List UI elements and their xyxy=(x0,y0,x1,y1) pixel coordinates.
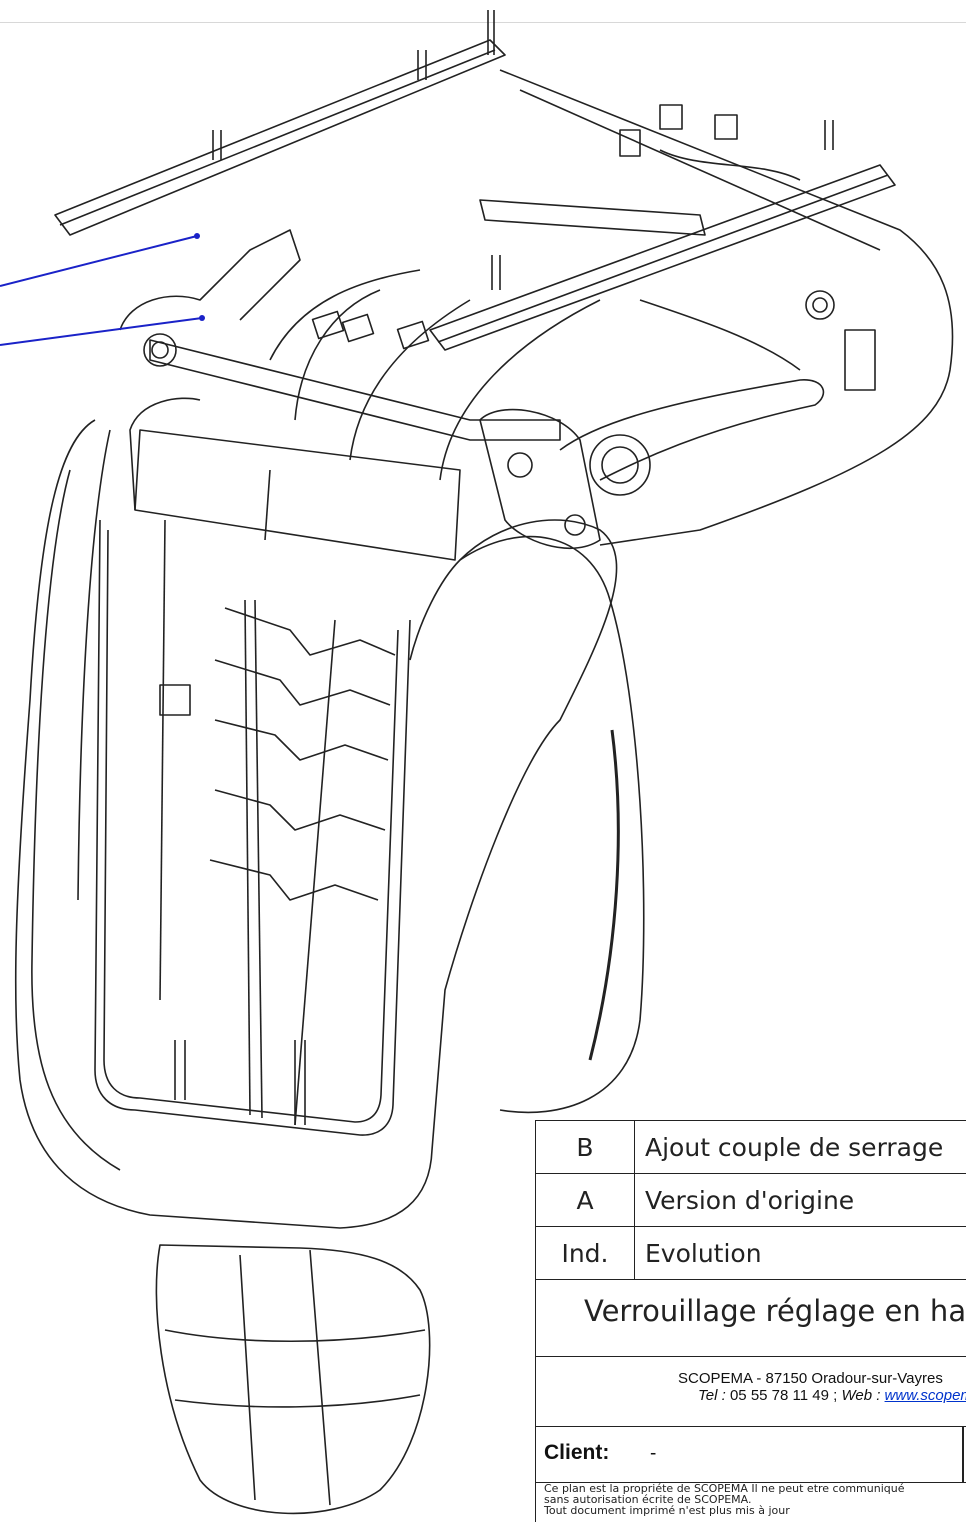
spring-4 xyxy=(215,790,385,830)
revision-index-header: Ind. xyxy=(536,1227,635,1280)
client-value: - xyxy=(650,1443,656,1465)
web-label: Web : xyxy=(841,1387,880,1404)
leader-line-1 xyxy=(0,236,197,286)
seat-pan xyxy=(500,70,953,545)
title-block: Verrouillage réglage en hauteur xyxy=(535,1276,966,1357)
leader-line-2 xyxy=(0,318,202,345)
revision-evolution: Version d'origine xyxy=(635,1174,966,1227)
client-block: Client: - xyxy=(535,1426,966,1483)
tel-number: 05 55 78 11 49 ; xyxy=(730,1387,837,1404)
client-divider xyxy=(962,1426,964,1482)
client-label: Client: xyxy=(544,1441,609,1465)
cross-tube xyxy=(150,340,560,440)
property-note-line-3: Tout document imprimé n'est plus mis à j… xyxy=(544,1505,790,1517)
drawing-title: Verrouillage réglage en hauteur xyxy=(584,1294,966,1328)
spring-5 xyxy=(210,860,378,900)
company-contact: Tel : 05 55 78 11 49 ; Web : www.scopema… xyxy=(698,1387,966,1404)
table-row: Ind. Evolution xyxy=(536,1227,966,1280)
spring-1 xyxy=(225,608,395,655)
adjustment-knob xyxy=(590,435,650,495)
tel-label: Tel : xyxy=(698,1387,726,1404)
headrest xyxy=(156,1245,429,1513)
seat-rail-left xyxy=(55,40,505,235)
property-note-block: Ce plan est la propriéte de SCOPEMA Il n… xyxy=(535,1482,966,1522)
company-block: SCOPEMA - 87150 Oradour-sur-Vayres Tel :… xyxy=(535,1356,966,1427)
spring-2 xyxy=(215,660,390,705)
revision-evolution-header: Evolution xyxy=(635,1227,966,1280)
revision-index: B xyxy=(536,1121,635,1174)
table-row: B Ajout couple de serrage xyxy=(536,1121,966,1174)
revision-table: B Ajout couple de serrage A Version d'or… xyxy=(535,1120,966,1280)
revision-index: A xyxy=(536,1174,635,1227)
table-row: A Version d'origine xyxy=(536,1174,966,1227)
web-link[interactable]: www.scopema.fr xyxy=(885,1387,966,1404)
spring-3 xyxy=(215,720,388,760)
backrest-inner-frame xyxy=(95,520,410,1135)
company-address: SCOPEMA - 87150 Oradour-sur-Vayres xyxy=(678,1370,943,1387)
revision-evolution: Ajout couple de serrage xyxy=(635,1121,966,1174)
backrest-side-panel xyxy=(460,537,644,1113)
adjustment-lever xyxy=(560,380,823,480)
